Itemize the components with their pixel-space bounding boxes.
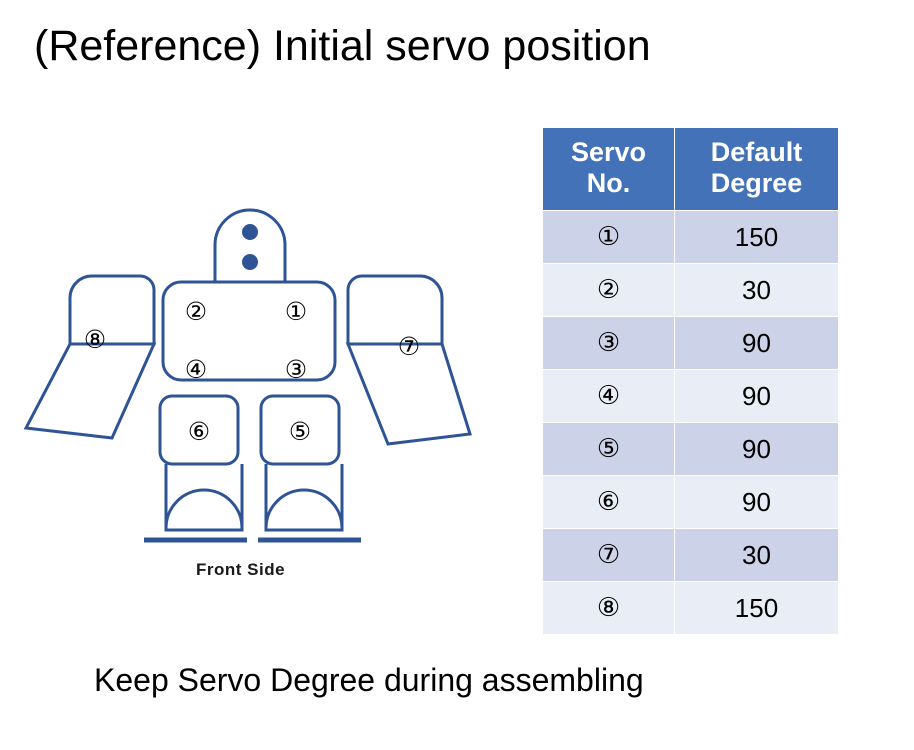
servo-label-4: ④ xyxy=(185,355,207,384)
cell-servo-no: ⑥ xyxy=(542,475,675,530)
column-header-default-degree-line2: Degree xyxy=(710,168,803,199)
cell-default-degree: 30 xyxy=(674,263,839,318)
robot-thigh-right xyxy=(259,394,341,466)
servo-label-8: ⑧ xyxy=(84,325,106,354)
column-header-servo-no-line1: Servo xyxy=(570,137,647,167)
column-header-default-degree-line1: Default xyxy=(710,137,803,167)
robot-diagram: ① ② ③ ④ ⑤ ⑥ ⑦ ⑧ xyxy=(0,170,520,610)
cell-default-degree: 30 xyxy=(674,528,839,583)
robot-lowerleg-left xyxy=(164,488,244,532)
slide-caption: Keep Servo Degree during assembling xyxy=(94,662,644,698)
cell-servo-no: ② xyxy=(542,263,675,318)
robot-forearm-left xyxy=(23,342,157,440)
robot-forearm-right xyxy=(345,342,472,446)
servo-label-3: ③ xyxy=(285,355,307,384)
cell-default-degree: 90 xyxy=(674,316,839,371)
table-row: ① 150 xyxy=(542,210,839,265)
column-header-default-degree: Default Degree xyxy=(674,126,839,212)
robot-lowerleg-right xyxy=(264,488,344,532)
servo-label-1: ① xyxy=(285,297,307,326)
cell-default-degree: 90 xyxy=(674,475,839,530)
cell-default-degree: 90 xyxy=(674,369,839,424)
table-row: ⑥ 90 xyxy=(542,475,839,530)
column-header-servo-no-line2: No. xyxy=(586,168,631,199)
robot-head xyxy=(213,208,287,284)
cell-servo-no: ⑧ xyxy=(542,581,675,636)
table-row: ② 30 xyxy=(542,263,839,318)
cell-default-degree: 150 xyxy=(674,210,839,265)
servo-label-5: ⑤ xyxy=(289,417,311,446)
robot-leg-right-sides xyxy=(264,464,344,530)
servo-degree-table: Servo No. Default Degree ① 150 ② 30 ③ 90 xyxy=(542,126,839,636)
cell-servo-no: ① xyxy=(542,210,675,265)
robot-shoulder-right xyxy=(346,274,444,346)
cell-default-degree: 150 xyxy=(674,581,839,636)
cell-servo-no: ⑤ xyxy=(542,422,675,477)
table-row: ⑤ 90 xyxy=(542,422,839,477)
cell-servo-no: ④ xyxy=(542,369,675,424)
head-dot-lower xyxy=(242,254,258,270)
table-row: ④ 90 xyxy=(542,369,839,424)
page-title: (Reference) Initial servo position xyxy=(34,22,651,70)
servo-label-6: ⑥ xyxy=(188,417,210,446)
robot-thigh-left xyxy=(158,394,240,466)
head-dot-upper xyxy=(242,224,258,240)
table-row: ⑦ 30 xyxy=(542,528,839,583)
table-row: ③ 90 xyxy=(542,316,839,371)
cell-servo-no: ③ xyxy=(542,316,675,371)
column-header-servo-no: Servo No. xyxy=(542,126,675,212)
table-row: ⑧ 150 xyxy=(542,581,839,636)
cell-servo-no: ⑦ xyxy=(542,528,675,583)
servo-label-2: ② xyxy=(185,297,207,326)
robot-leg-left-sides xyxy=(164,464,244,530)
robot-torso xyxy=(161,280,337,382)
table-header-row: Servo No. Default Degree xyxy=(542,126,839,212)
robot-shoulder-left xyxy=(68,274,156,346)
servo-label-7: ⑦ xyxy=(398,332,420,361)
front-side-label: Front Side xyxy=(196,560,286,579)
cell-default-degree: 90 xyxy=(674,422,839,477)
